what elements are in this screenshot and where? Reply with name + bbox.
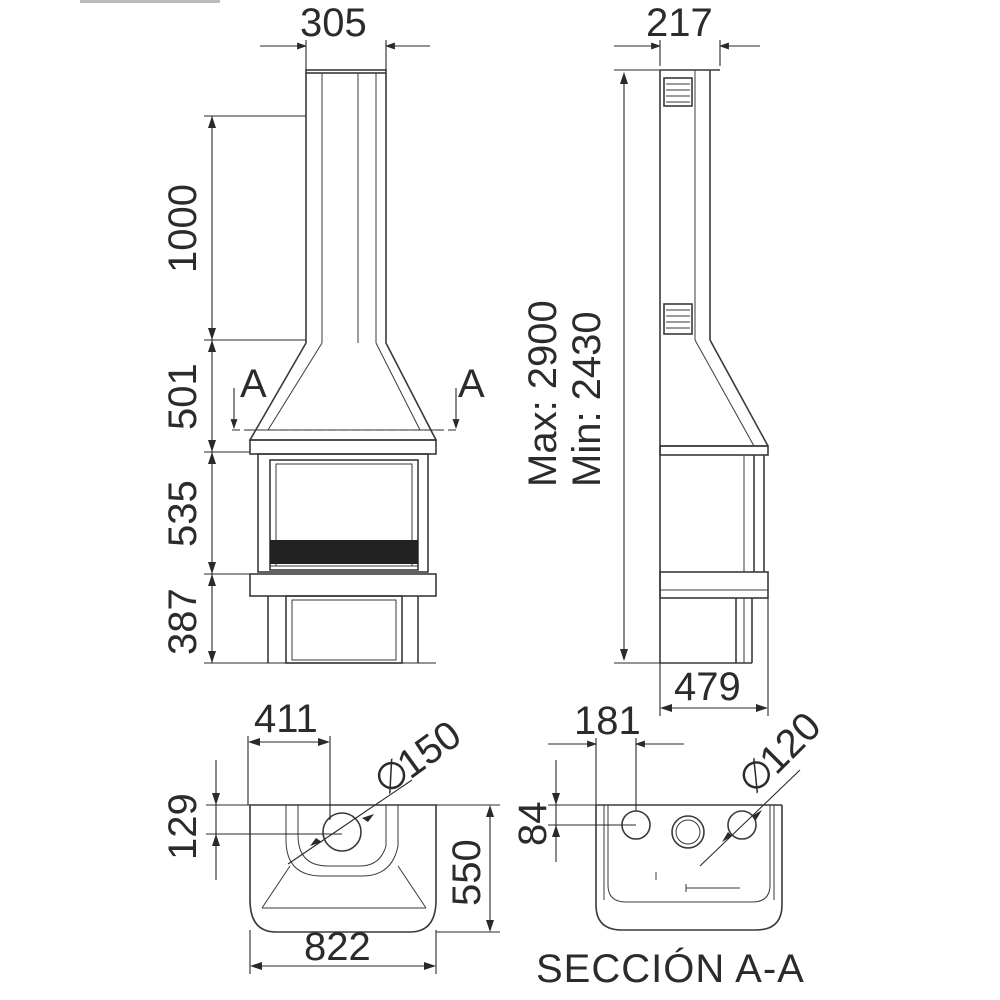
- dim-129-label: 129: [161, 793, 205, 860]
- front-chimney: [305, 69, 387, 343]
- plan-flue-circle: [322, 812, 362, 852]
- front-base: [249, 573, 437, 664]
- dim-822-label: 822: [304, 925, 371, 969]
- section-mark-right: A: [458, 362, 485, 406]
- dim-84: 84: [511, 760, 636, 862]
- section-hole-center: [671, 815, 705, 849]
- dim-535-label: 535: [161, 480, 205, 547]
- side-firebox: [659, 455, 769, 599]
- dim-max-label: Max: 2900: [521, 300, 565, 487]
- section-cut-line: A A: [230, 362, 485, 431]
- plan-outline: [249, 804, 437, 933]
- section-outline: [595, 804, 783, 931]
- dim-305: 305: [260, 1, 430, 70]
- dim-411-label: 411: [254, 697, 318, 741]
- section-mark-left: A: [240, 362, 267, 406]
- side-hood: [659, 339, 769, 456]
- dim-181: 181: [548, 699, 684, 811]
- dim-total-height: Max: 2900 Min: 2430: [521, 69, 660, 664]
- dim-550: 550: [436, 804, 500, 933]
- vent-grille-bottom: [663, 303, 693, 335]
- dim-550-label: 550: [445, 839, 489, 906]
- front-firebox: [257, 453, 429, 573]
- dim-129: 129: [161, 760, 342, 880]
- front-vertical-dims: 1000 501 535 387: [161, 115, 436, 664]
- front-hood: [248, 342, 438, 455]
- dim-1000-label: 1000: [161, 184, 205, 273]
- side-base: [660, 598, 753, 664]
- dim-181-label: 181: [574, 699, 641, 743]
- dim-217: 217: [614, 1, 760, 66]
- dim-min-label: Min: 2430: [565, 311, 609, 487]
- dim-387-label: 387: [161, 588, 205, 655]
- dim-phi120: ∅ 120: [699, 704, 830, 867]
- dim-84-label: 84: [511, 802, 555, 847]
- section-hole-right: [727, 810, 757, 840]
- dim-501-label: 501: [161, 363, 205, 430]
- vent-grille-top: [663, 77, 693, 107]
- side-view: 217 Max: 2900 Min: 2430 479: [521, 1, 769, 716]
- dim-411: 411: [247, 697, 331, 820]
- side-chimney: [659, 69, 720, 663]
- dim-479-label: 479: [674, 665, 741, 709]
- dim-217-label: 217: [646, 1, 713, 45]
- plan-view: 411 ∅ 150 129 550: [161, 697, 500, 974]
- front-view: A A 305 1000 501: [161, 1, 485, 664]
- dim-305-label: 305: [300, 1, 367, 45]
- front-grate: [270, 540, 418, 564]
- section-view: 181 ∅ 120 84 SECCIÓN A-A: [511, 699, 830, 991]
- corner-fragment: [80, 0, 220, 3]
- dim-822: 822: [249, 925, 437, 974]
- section-title: SECCIÓN A-A: [536, 946, 805, 991]
- dim-479: 479: [659, 598, 769, 716]
